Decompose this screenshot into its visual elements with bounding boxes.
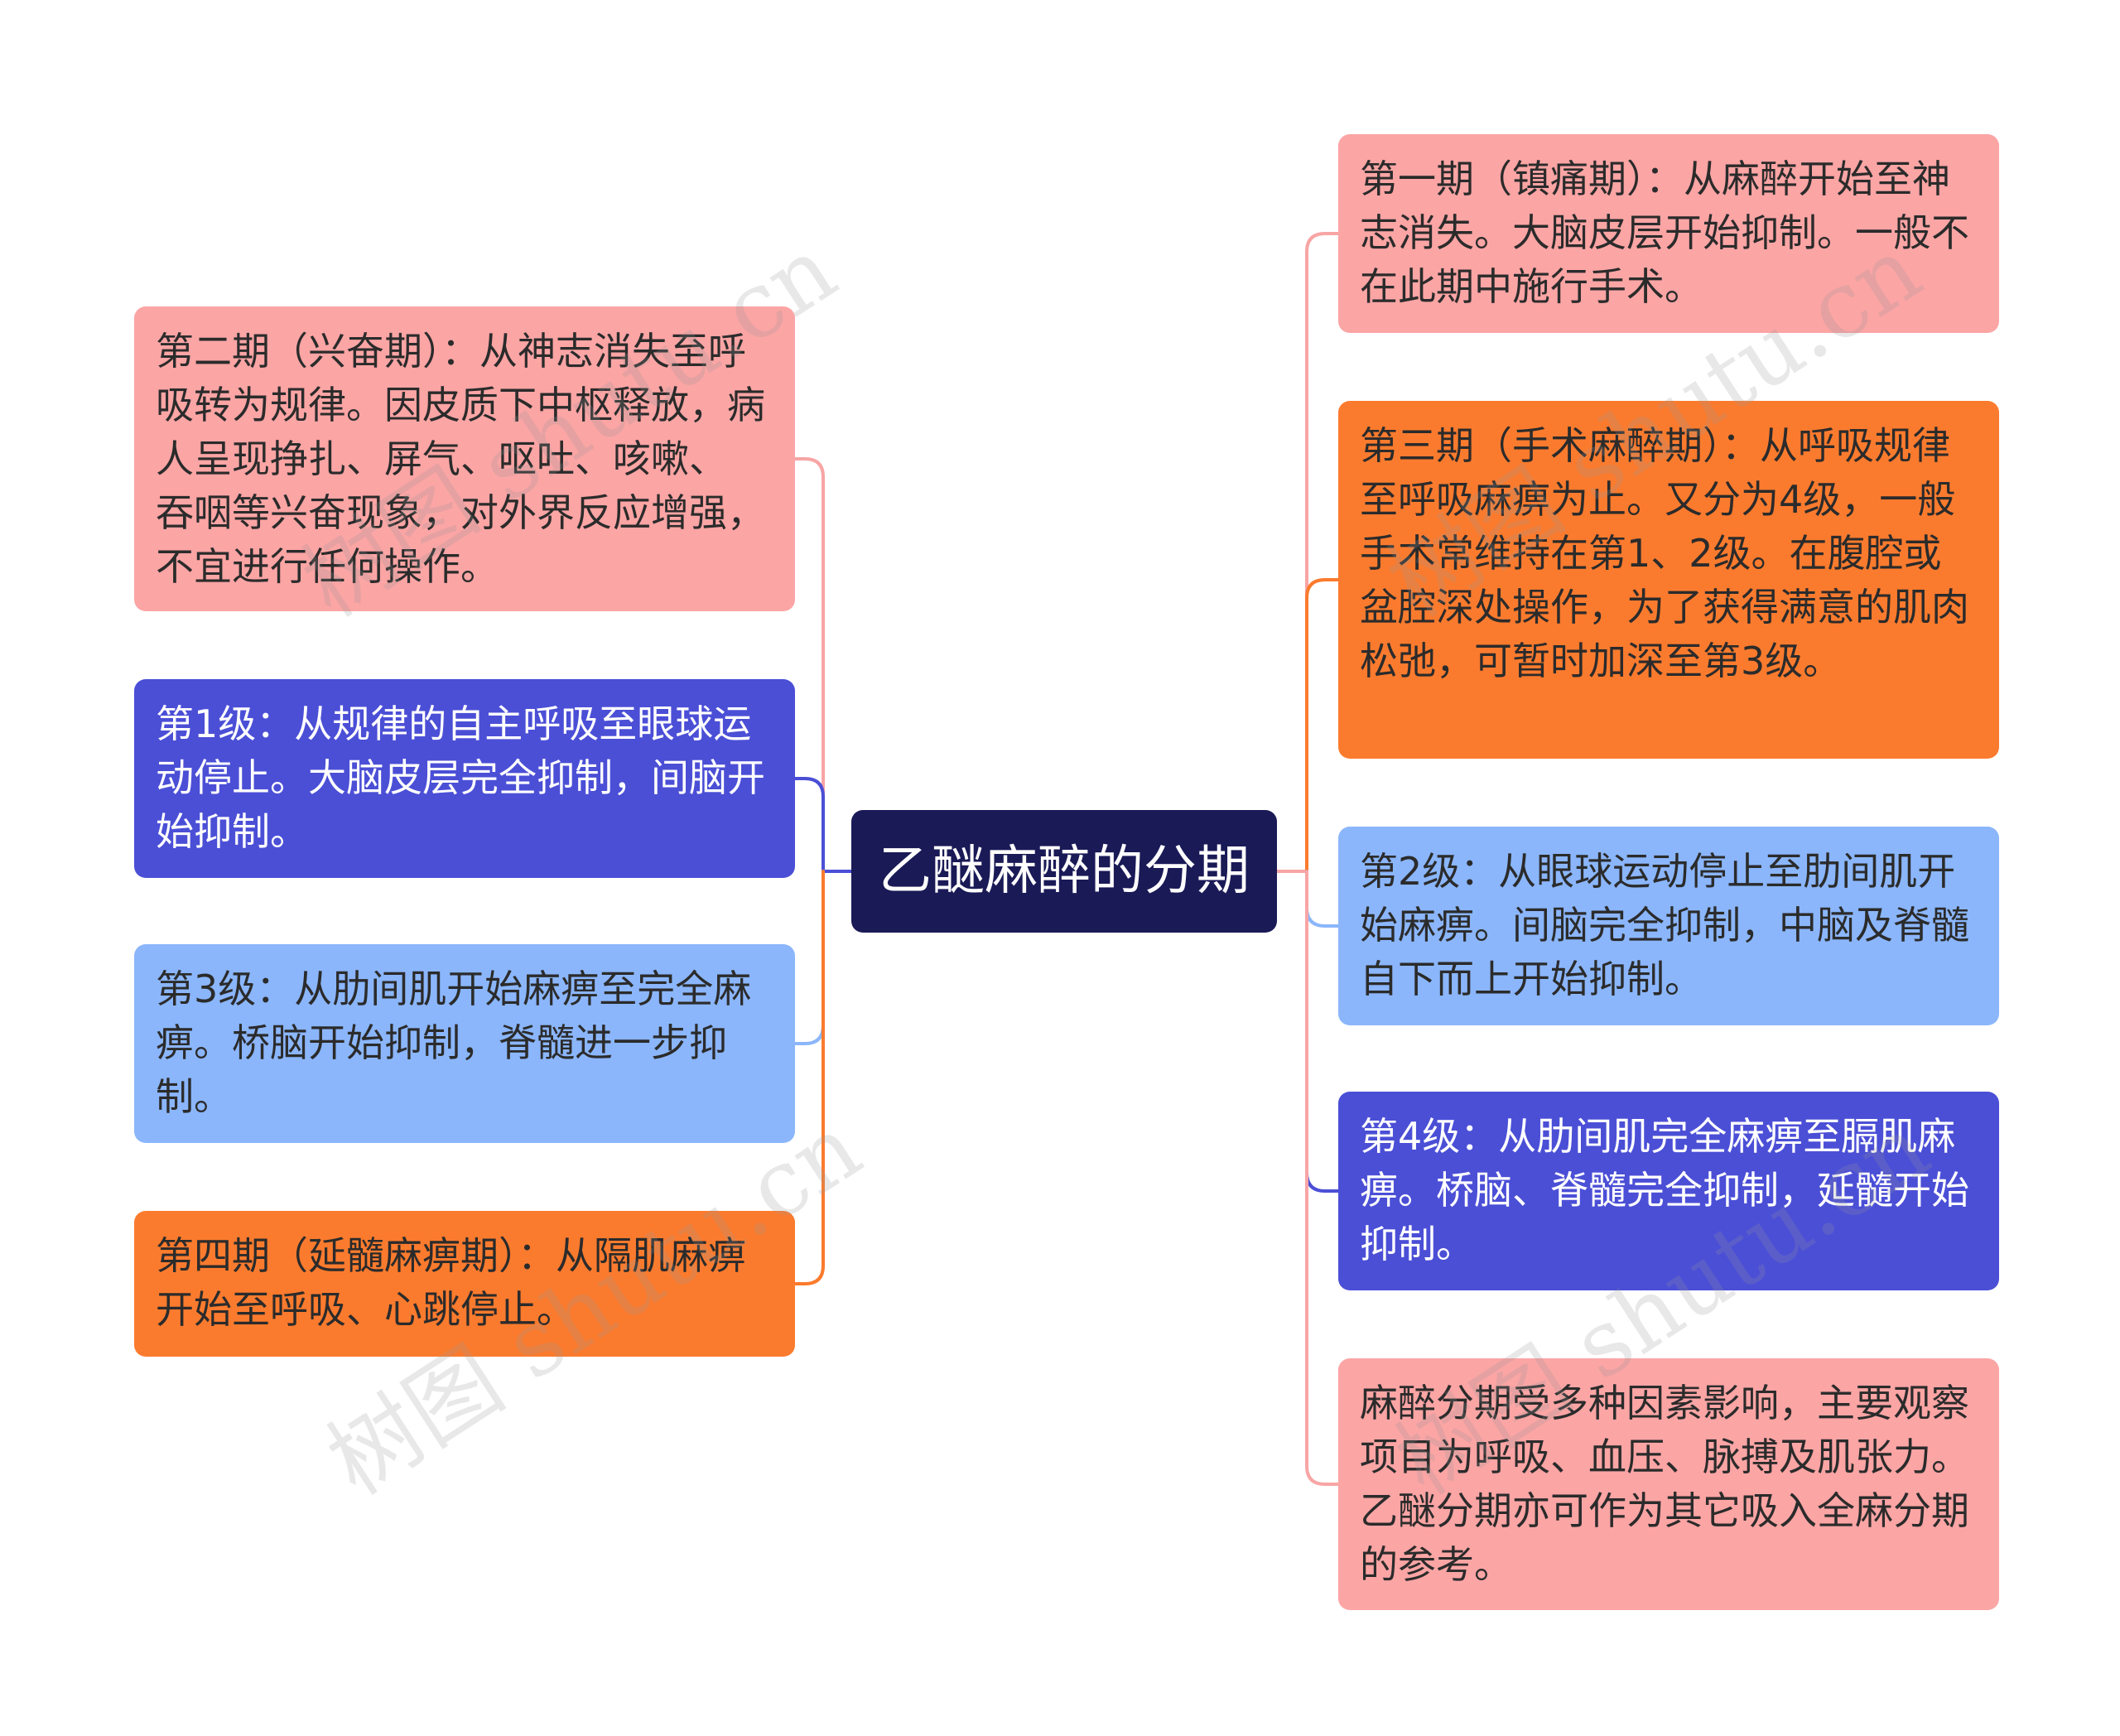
connector-left-1 xyxy=(793,777,825,873)
right-node-level-4[interactable]: 第4级：从肋间肌完全麻痹至膈肌麻痹。桥脑、脊髓完全抑制，延髓开始抑制。 xyxy=(1338,1092,1999,1290)
center-topic[interactable]: 乙醚麻醉的分期 xyxy=(851,810,1277,933)
right-node-stage-3[interactable]: 第三期（手术麻醉期）：从呼吸规律至呼吸麻痹为止。又分为4级，一般手术常维持在第1… xyxy=(1338,401,1999,759)
left-node-level-3[interactable]: 第3级：从肋间肌开始麻痹至完全麻痹。桥脑开始抑制，脊髓进一步抑制。 xyxy=(134,944,795,1143)
left-node-level-1[interactable]: 第1级：从规律的自主呼吸至眼球运动停止。大脑皮层完全抑制，间脑开始抑制。 xyxy=(134,679,795,878)
right-node-stage-1[interactable]: 第一期（镇痛期）：从麻醉开始至神志消失。大脑皮层开始抑制。一般不在此期中施行手术… xyxy=(1338,134,1999,333)
connector-right-4 xyxy=(1305,870,1340,1486)
connector-right-1 xyxy=(1305,578,1340,873)
left-node-stage-2[interactable]: 第二期（兴奋期）：从神志消失至呼吸转为规律。因皮质下中枢释放，病人呈现挣扎、屏气… xyxy=(134,306,795,611)
connector-left-3 xyxy=(793,870,825,1285)
left-node-stage-4[interactable]: 第四期（延髓麻痹期）：从隔肌麻痹开始至呼吸、心跳停止。 xyxy=(134,1211,795,1357)
connector-right-2 xyxy=(1305,870,1340,928)
connector-left-0 xyxy=(793,457,825,873)
connector-left-2 xyxy=(793,870,825,1045)
connector-right-0 xyxy=(1305,232,1340,873)
right-node-note[interactable]: 麻醉分期受多种因素影响，主要观察项目为呼吸、血压、脉搏及肌张力。乙醚分期亦可作为… xyxy=(1338,1358,1999,1610)
right-node-level-2[interactable]: 第2级：从眼球运动停止至肋间肌开始麻痹。间脑完全抑制，中脑及脊髓自下而上开始抑制… xyxy=(1338,827,1999,1025)
